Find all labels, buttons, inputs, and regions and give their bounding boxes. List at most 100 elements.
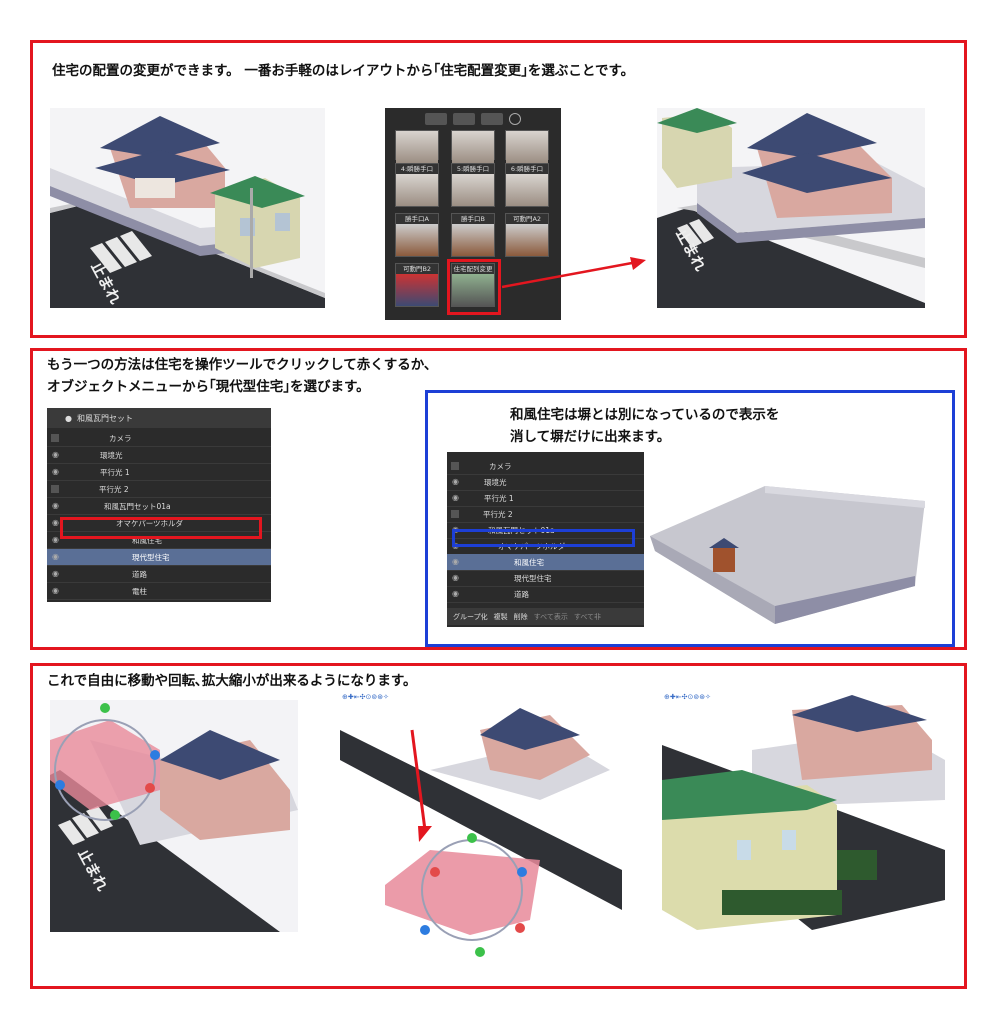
scene-wall-only (645, 466, 930, 626)
eye-icon[interactable]: ◉ (52, 535, 59, 544)
tree-item-label: 平行光 1 (100, 467, 130, 477)
tree-item-japanese-house[interactable]: ◉ 和風住宅 (47, 532, 271, 549)
tree-header: ● 和風瓦門セット (47, 408, 271, 428)
view-icon[interactable] (481, 113, 503, 125)
tree-item-light-2[interactable]: 平行光 2 (47, 481, 271, 498)
scene-drag-down: ⊕✚⇤✣⊙⊚⊛✧ (340, 690, 622, 972)
tree-item-label: 和風住宅 (132, 535, 162, 545)
tree-item-label: 平行光 2 (99, 484, 129, 494)
part-tile[interactable]: 6:瞬勝手口 (505, 163, 549, 207)
tree-item-label: 道路 (514, 589, 529, 599)
note-frame (425, 390, 955, 647)
tree-item-gate-set[interactable]: ◉ 和風瓦門セット01a (47, 498, 271, 515)
arrow-icon (501, 257, 646, 289)
eye-icon[interactable]: ◉ (452, 589, 459, 598)
eye-icon[interactable]: ◉ (52, 467, 59, 476)
part-tile-label: 4:瞬勝手口 (396, 164, 438, 174)
tree-item-ambient[interactable]: ◉環境光 (47, 447, 271, 464)
tree-item-label: 道路 (132, 569, 147, 579)
part-tile-label: 6:瞬勝手口 (506, 164, 548, 174)
eye-icon[interactable]: ◉ (52, 569, 59, 578)
gizmo-handle[interactable] (100, 703, 110, 713)
tree-item-road[interactable]: ◉ 道路 (47, 566, 271, 583)
tree-toolbar: グループ化 複製 削除 すべて表示 すべて非 (447, 608, 644, 625)
tree-item-light-2[interactable]: 平行光 2 (447, 506, 644, 523)
tree-item-pole[interactable]: ◉ 電柱 (47, 583, 271, 600)
tree-item-label: 平行光 2 (483, 509, 513, 519)
section-2-caption-line2: オブジェクトメニューから｢現代型住宅｣を選びます。 (47, 379, 370, 395)
part-tile-label: 勝手口A (396, 214, 438, 224)
scene-houses-after (657, 108, 925, 308)
note-line2: 消して塀だけに出来ます。 (510, 429, 671, 445)
part-tile[interactable]: 4:瞬勝手口 (395, 163, 439, 207)
tree-item-camera[interactable]: カメラ (447, 458, 644, 475)
part-tile[interactable] (451, 130, 495, 163)
tree-item-label: 和風瓦門セット01a (104, 501, 171, 511)
tree-item-label: 現代型住宅 (514, 573, 552, 583)
eye-icon[interactable]: ◉ (52, 450, 59, 459)
tree-item-label: 和風住宅 (514, 557, 544, 567)
eye-icon[interactable]: ◉ (52, 552, 59, 561)
tree-item-bonus-holder[interactable]: ◉ オマケパーツホルダ (47, 515, 271, 532)
part-tile[interactable]: 可動門B2 (395, 263, 439, 307)
section-1-caption: 住宅の配置の変更ができます。 一番お手軽のはレイアウトから｢住宅配置変更｣を選ぶ… (52, 63, 635, 79)
section-1-frame (30, 40, 967, 338)
tree-item-light-1[interactable]: ◉平行光 1 (447, 490, 644, 507)
part-tile[interactable]: 可動門A2 (505, 213, 549, 257)
view-icon[interactable] (425, 113, 447, 125)
highlight-house-layout-change (447, 259, 501, 315)
eye-icon[interactable]: ● (65, 413, 72, 423)
tree-item-label: 環境光 (484, 477, 507, 487)
eye-icon[interactable]: ◉ (52, 501, 59, 510)
view-icon[interactable] (453, 113, 475, 125)
part-tile-label: 可動門A2 (506, 214, 548, 224)
tree-item-road[interactable]: ◉ 道路 (447, 586, 644, 603)
tree-item-label: 電柱 (132, 586, 147, 596)
toolbar-icons[interactable]: ⊕✚⇤✣⊙⊚⊛✧ (342, 693, 389, 701)
part-tile[interactable] (395, 130, 439, 163)
tree-item-japanese-house[interactable]: ◉ 和風住宅 (447, 554, 644, 571)
delete-button[interactable]: 削除 (513, 612, 528, 621)
object-tree-panel: ● 和風瓦門セット カメラ ◉環境光 ◉ 平行光 1 平行光 2 ◉ 和風瓦門セット… (47, 408, 271, 602)
eye-icon[interactable]: ◉ (452, 493, 459, 502)
tree-item-modern-house[interactable]: ◉ 現代型住宅 (447, 570, 644, 587)
part-tile-label: 住宅配列変更 (452, 264, 494, 274)
section-3-caption: これで自由に移動や回転､拡大縮小が出来るようになります。 (47, 673, 417, 689)
eye-icon[interactable]: ◉ (52, 518, 59, 527)
tree-item-label: カメラ (109, 433, 132, 443)
tree-item-ambient[interactable]: ◉ 環境光 (447, 474, 644, 491)
tree-item-label: オマケパーツホルダ (116, 518, 184, 528)
arrow-icon (410, 729, 427, 831)
tree-item-light-1[interactable]: ◉ 平行光 1 (47, 464, 271, 481)
eye-icon[interactable]: ◉ (452, 557, 459, 566)
highlight-japanese-house (452, 529, 635, 547)
part-tile-label: 勝手口B (452, 214, 494, 224)
hide-all-button[interactable]: すべて非 (573, 612, 602, 621)
house-layout-change-tile[interactable]: 住宅配列変更 (451, 263, 495, 307)
tree-item-camera[interactable]: カメラ (47, 430, 271, 447)
tree-item-label: カメラ (489, 461, 512, 471)
eye-icon[interactable]: ◉ (52, 586, 59, 595)
part-tile[interactable] (505, 130, 549, 163)
eye-icon[interactable]: ◉ (452, 477, 459, 486)
section-2-caption-line1: もう一つの方法は住宅を操作ツールでクリックして赤くするか、 (47, 357, 438, 373)
part-tile[interactable]: 5:瞬勝手口 (451, 163, 495, 207)
clock-icon[interactable] (509, 113, 521, 125)
show-all-button[interactable]: すべて表示 (533, 612, 568, 621)
scene-houses-before (50, 108, 325, 308)
highlight-modern-house (60, 517, 262, 539)
scene-scaled-house: ⊕✚⇤✣⊙⊚⊛✧ (662, 690, 945, 930)
object-tree-panel-2: カメラ ◉環境光 ◉平行光 1 平行光 2 ◉和風瓦門セット01a ◉オマケパー… (447, 452, 644, 627)
tree-header-label: 和風瓦門セット (76, 413, 133, 423)
toolbar-icons[interactable]: ⊕✚⇤✣⊙⊚⊛✧ (664, 693, 711, 701)
group-button[interactable]: グループ化 (453, 612, 488, 621)
part-tile[interactable]: 勝手口B (451, 213, 495, 257)
part-tile[interactable]: 勝手口A (395, 213, 439, 257)
section-2-frame (30, 348, 967, 650)
section-3-frame (30, 663, 967, 989)
eye-icon[interactable]: ◉ (452, 573, 459, 582)
copy-button[interactable]: 複製 (493, 612, 508, 621)
tree-item-label: 現代型住宅 (132, 552, 170, 562)
tree-item-modern-house[interactable]: ◉ 現代型住宅 (47, 549, 271, 566)
note-line1: 和風住宅は塀とは別になっているので表示を (510, 407, 780, 423)
